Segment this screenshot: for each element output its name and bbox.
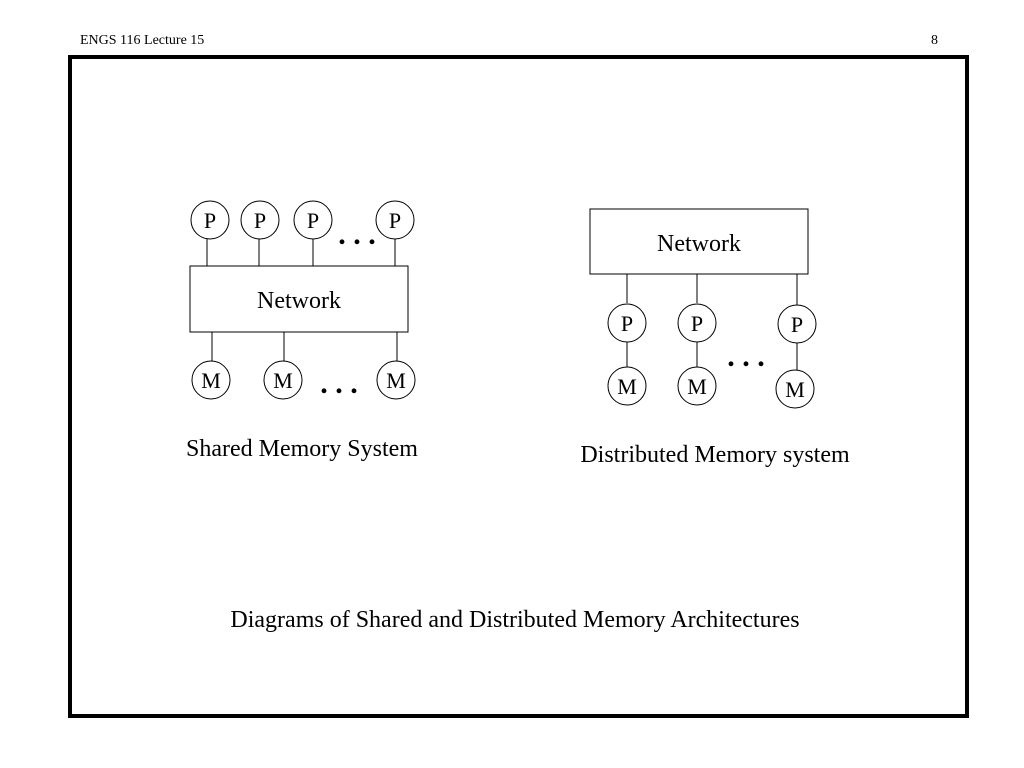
slide-caption: Diagrams of Shared and Distributed Memor…	[230, 607, 799, 633]
distributed-memory-3: M	[775, 369, 815, 409]
shared-memory-ellipsis: . . .	[320, 367, 358, 400]
shared-processor-connectors	[206, 239, 396, 266]
shared-processor-label: P	[204, 208, 216, 233]
shared-processor-label: P	[389, 208, 401, 233]
shared-processor-2: P	[240, 200, 280, 240]
distributed-processor-3: P	[777, 304, 817, 344]
distributed-ellipsis: . . .	[727, 340, 765, 373]
shared-memory-label: M	[201, 368, 221, 393]
shared-processor-label: P	[307, 208, 319, 233]
shared-memory-diagram: P P P . . . P Network M	[186, 200, 418, 462]
distributed-memory-1: M	[607, 366, 647, 406]
distributed-network-label: Network	[657, 231, 741, 257]
shared-memory-2: M	[263, 360, 303, 400]
distributed-memory-label: M	[785, 377, 805, 402]
shared-memory-3: M	[376, 360, 416, 400]
distributed-memory-2: M	[677, 366, 717, 406]
shared-processor-label: P	[254, 208, 266, 233]
shared-processor-3: P	[293, 200, 333, 240]
slide-frame	[68, 55, 969, 718]
distributed-processor-label: P	[791, 312, 803, 337]
distributed-memory-caption: Distributed Memory system	[580, 442, 850, 468]
shared-processor-4: P	[375, 200, 415, 240]
slide-header-title: ENGS 116 Lecture 15	[80, 33, 205, 48]
distributed-connectors	[626, 274, 798, 370]
distributed-processor-2: P	[677, 303, 717, 343]
shared-memory-label: M	[273, 368, 293, 393]
shared-memory-label: M	[386, 368, 406, 393]
shared-network-box: Network	[189, 265, 409, 333]
shared-network-label: Network	[257, 288, 341, 314]
distributed-memory-diagram: Network P M P M . . .	[580, 208, 850, 468]
shared-memory-caption: Shared Memory System	[186, 436, 418, 462]
distributed-network-box: Network	[589, 208, 809, 275]
distributed-processor-1: P	[607, 303, 647, 343]
distributed-processor-label: P	[621, 311, 633, 336]
distributed-memory-label: M	[687, 374, 707, 399]
shared-memory-connectors	[211, 332, 398, 361]
shared-processor-ellipsis: . . .	[338, 218, 376, 251]
distributed-memory-label: M	[617, 374, 637, 399]
shared-memory-1: M	[191, 360, 231, 400]
shared-processor-1: P	[190, 200, 230, 240]
slide-page-number: 8	[931, 33, 938, 48]
distributed-processor-label: P	[691, 311, 703, 336]
